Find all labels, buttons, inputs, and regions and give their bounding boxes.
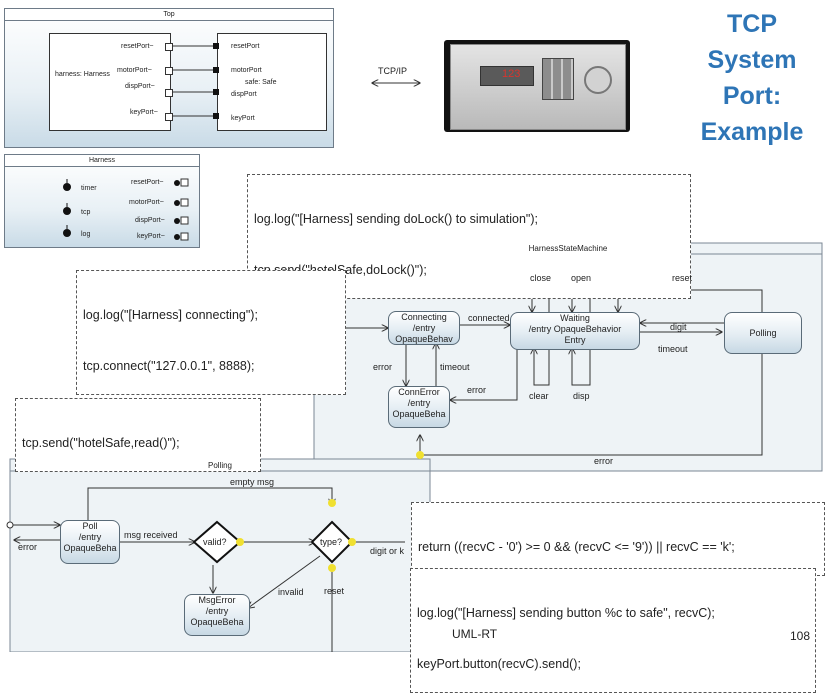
safe-dial xyxy=(584,66,612,94)
transition-label: error xyxy=(467,385,487,395)
harness-capsule: Harness timer tcp log resetPort~ motorPo… xyxy=(4,154,200,248)
code-line: keyPort.button(recvC).send(); xyxy=(417,657,581,671)
slide-title-line: System xyxy=(707,46,797,74)
state-waiting[interactable]: Waiting /entry OpaqueBehavior Entry xyxy=(510,312,640,350)
safe-port[interactable] xyxy=(213,89,219,95)
state-connecting[interactable]: Connecting /entry OpaqueBehav xyxy=(388,311,460,345)
code-line: tcp.send("hotelSafe,read()"); xyxy=(22,436,180,450)
state-line: /entry OpaqueBehavior xyxy=(528,324,622,334)
transition-label: empty msg xyxy=(230,477,275,487)
state-polling[interactable]: Polling xyxy=(724,312,802,354)
harness-capsule-title: Harness xyxy=(5,155,199,167)
state-line: /entry xyxy=(78,532,102,542)
harness-port[interactable] xyxy=(165,67,173,75)
footer-label: UML-RT xyxy=(452,627,498,641)
top-capsule-wires xyxy=(172,45,213,117)
harness-port-label: dispPort~ xyxy=(125,83,155,90)
code-connecting: log.log("[Harness] connecting"); tcp.con… xyxy=(76,270,346,395)
state-msgerror[interactable]: MsgError /entry OpaqueBeha xyxy=(184,594,250,636)
safe-port[interactable] xyxy=(213,67,219,73)
harness-internal-label: tcp xyxy=(81,209,91,216)
choice-label: valid? xyxy=(203,537,227,547)
safe-part xyxy=(217,33,327,131)
safe-port[interactable] xyxy=(213,43,219,49)
safe-port[interactable] xyxy=(213,113,219,119)
state-connerror[interactable]: ConnError /entry OpaqueBeha xyxy=(388,386,450,428)
transition-label: connected xyxy=(468,313,510,323)
transition-label: digit xyxy=(670,322,687,332)
state-line: /entry xyxy=(205,606,229,616)
transition-label: invalid xyxy=(278,587,304,597)
transition-label: reset xyxy=(324,586,345,596)
transition-label: open xyxy=(571,273,592,283)
transition-label: msg received xyxy=(124,530,178,540)
slide-title-line: Port: xyxy=(722,82,782,110)
transition-label: disp xyxy=(573,391,590,401)
transition-label: error xyxy=(373,362,393,372)
harness-port-label: resetPort~ xyxy=(131,179,164,186)
safe-device-image: 123 xyxy=(444,40,630,132)
transition-label: error xyxy=(18,542,38,552)
harness-port-label: resetPort~ xyxy=(121,43,154,50)
code-line: log.log("[Harness] connecting"); xyxy=(83,308,258,322)
code-read: tcp.send("hotelSafe,read()"); xyxy=(15,398,261,472)
transition-label: digit or k xyxy=(370,546,405,556)
code-line: return ((recvC - '0') >= 0 && (recvC <= … xyxy=(418,540,735,554)
state-line: OpaqueBehav xyxy=(395,334,453,344)
state-line: Poll xyxy=(82,521,98,531)
harness-port-label: dispPort~ xyxy=(135,217,165,224)
harness-port[interactable] xyxy=(165,43,173,51)
transition-label: timeout xyxy=(658,344,688,354)
state-line: Connecting xyxy=(401,312,447,322)
state-line: OpaqueBeha xyxy=(190,617,244,627)
state-line: /entry xyxy=(412,323,436,333)
transition-label: reset xyxy=(672,273,693,283)
harness-internal-icons xyxy=(63,178,189,241)
top-capsule-title: Top xyxy=(5,9,333,21)
link-label: TCP/IP xyxy=(378,66,408,76)
state-line: /entry xyxy=(407,398,431,408)
transition-label: close xyxy=(530,273,552,283)
code-return-check: return ((recvC - '0') >= 0 && (recvC <= … xyxy=(411,502,825,576)
harness-port-label: motorPort~ xyxy=(129,199,164,206)
page-number: 108 xyxy=(790,629,811,643)
slide-title-line: Example xyxy=(700,118,804,146)
state-line: ConnError xyxy=(398,387,440,397)
slide-title-line: TCP xyxy=(727,10,777,38)
safe-display: 123 xyxy=(502,68,521,80)
state-line: Waiting xyxy=(560,313,590,323)
state-line: OpaqueBeha xyxy=(392,409,446,419)
harness-part xyxy=(49,33,171,131)
code-line: log.log("[Harness] sending doLock() to s… xyxy=(254,212,539,226)
safe-port-label: resetPort xyxy=(231,43,260,50)
harness-internal-label: timer xyxy=(81,185,97,192)
state-line: OpaqueBeha xyxy=(63,543,117,553)
polling-title: Polling xyxy=(207,461,232,470)
safe-part-label: safe: Safe xyxy=(245,79,277,86)
safe-port-label: dispPort xyxy=(231,91,257,98)
transition-label: timeout xyxy=(440,362,470,372)
safe-port-label: motorPort xyxy=(231,67,262,74)
code-line: log.log("[Harness] sending button %c to … xyxy=(417,606,715,620)
state-line: MsgError xyxy=(198,595,236,605)
transition-label: error xyxy=(594,456,614,466)
harness-port[interactable] xyxy=(165,89,173,97)
state-machine-title: HarnessStateMachine xyxy=(528,244,608,253)
choice-label: type? xyxy=(320,537,343,547)
code-line: tcp.connect("127.0.0.1", 8888); xyxy=(83,359,255,373)
state-line: Polling xyxy=(749,328,777,338)
harness-port[interactable] xyxy=(165,113,173,121)
state-line: Entry xyxy=(564,335,586,345)
harness-port-label: keyPort~ xyxy=(130,109,158,116)
transition-label: clear xyxy=(529,391,549,401)
safe-port-label: keyPort xyxy=(231,115,255,122)
top-capsule: Top harness: Harness safe: Safe resetPor… xyxy=(4,8,334,148)
slide-title: TCP System Port: Example xyxy=(682,6,822,150)
state-poll[interactable]: Poll /entry OpaqueBeha xyxy=(60,520,120,564)
harness-port-label: keyPort~ xyxy=(137,233,165,240)
harness-internal-label: log xyxy=(81,231,91,238)
safe-keypad xyxy=(542,58,574,100)
harness-port-label: motorPort~ xyxy=(117,67,152,74)
harness-part-label: harness: Harness xyxy=(55,71,110,78)
